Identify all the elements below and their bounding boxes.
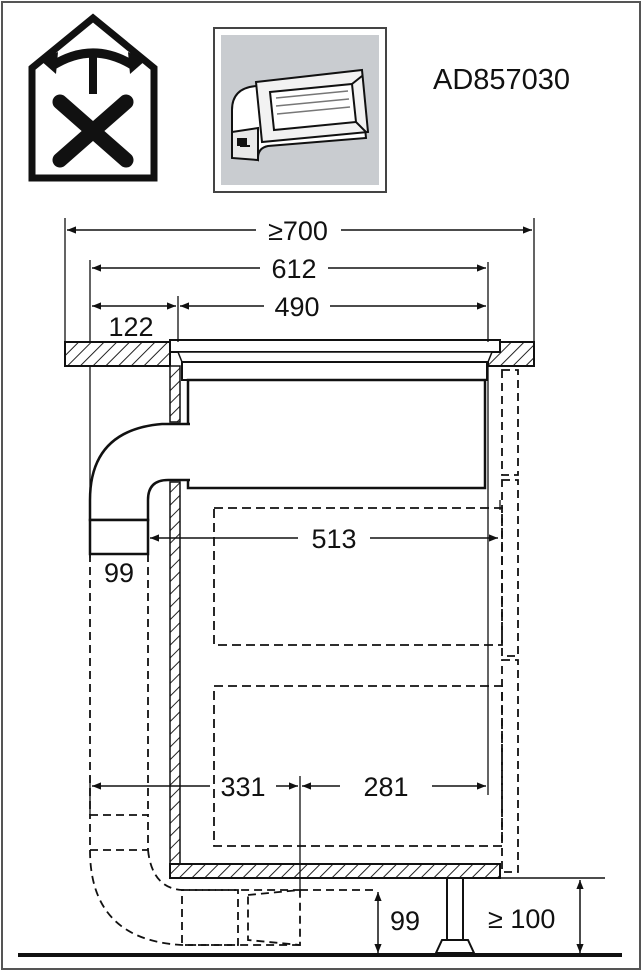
- cabinet-bottom: [169, 863, 501, 879]
- dim-floor-gap: 99: [390, 906, 420, 936]
- cabinet-side-lower: [169, 481, 181, 865]
- duct-outlet: [88, 518, 150, 556]
- duct-elbow-icon: [213, 27, 387, 193]
- cabinet-side-upper: [169, 365, 181, 423]
- dim-side-offset: 122: [108, 312, 153, 342]
- worktop-left: [64, 341, 171, 367]
- dim-duct-to-mid: 331: [220, 772, 265, 802]
- dim-duct-width: 99: [104, 558, 134, 588]
- back-panel: [501, 369, 519, 873]
- house-no-exhaust-icon: [28, 13, 158, 182]
- cooktop: [169, 339, 501, 490]
- dim-total-width: ≥700: [268, 216, 328, 246]
- dim-depth-to-duct: 513: [311, 524, 356, 554]
- dim-mid-to-back: 281: [363, 772, 408, 802]
- dim-cooktop-width: 612: [271, 254, 316, 284]
- drawers: [213, 507, 503, 847]
- dim-cutout-width: 490: [274, 292, 319, 322]
- plinth-foot: [434, 877, 476, 954]
- duct-run: [89, 554, 376, 946]
- extension-lines: [64, 218, 535, 890]
- product-code: AD857030: [433, 64, 570, 96]
- dimension-lines: [67, 226, 584, 953]
- dim-plinth-min: ≥ 100: [488, 904, 555, 934]
